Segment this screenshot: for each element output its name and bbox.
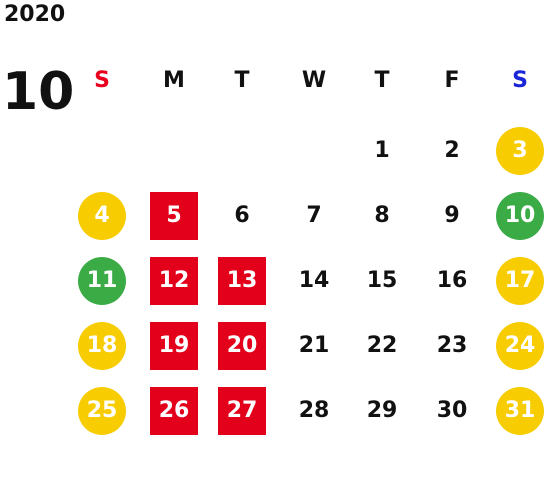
- day-cell: 28: [287, 387, 341, 435]
- weekday-header: T: [234, 68, 250, 93]
- day-cell: 13: [215, 257, 269, 305]
- day-cell: 3: [493, 127, 547, 175]
- day-number: 12: [158, 268, 190, 293]
- green-circle-marker: [496, 192, 544, 240]
- day-number: 18: [86, 333, 118, 358]
- green-circle-marker: [78, 257, 126, 305]
- day-number: 27: [226, 398, 258, 423]
- day-cell: 14: [287, 257, 341, 305]
- yellow-circle-marker: [78, 322, 126, 370]
- day-number: 15: [366, 268, 398, 293]
- red-square-marker: [150, 192, 198, 240]
- day-cell: 29: [355, 387, 409, 435]
- yellow-circle-marker: [78, 387, 126, 435]
- day-cell: 5: [147, 192, 201, 240]
- yellow-circle-marker: [496, 127, 544, 175]
- yellow-circle-marker: [496, 322, 544, 370]
- yellow-circle-marker: [496, 257, 544, 305]
- day-number: 29: [366, 398, 398, 423]
- weekday-header: S: [512, 68, 528, 93]
- day-cell: 10: [493, 192, 547, 240]
- day-number: 30: [436, 398, 468, 423]
- day-number: 16: [436, 268, 468, 293]
- day-number: 5: [166, 203, 182, 228]
- day-number: 3: [512, 138, 528, 163]
- red-square-marker: [150, 257, 198, 305]
- day-cell: 1: [355, 127, 409, 175]
- day-number: 6: [234, 203, 250, 228]
- day-cell: 23: [425, 322, 479, 370]
- year-label: 2020: [4, 2, 66, 27]
- weekday-header: M: [163, 68, 185, 93]
- day-number: 25: [86, 398, 118, 423]
- day-number: 20: [226, 333, 258, 358]
- weekday-header: S: [94, 68, 110, 93]
- day-number: 13: [226, 268, 258, 293]
- day-cell: 22: [355, 322, 409, 370]
- day-number: 17: [504, 268, 536, 293]
- yellow-circle-marker: [496, 387, 544, 435]
- day-cell: 31: [493, 387, 547, 435]
- yellow-circle-marker: [78, 192, 126, 240]
- weekday-header: F: [444, 68, 460, 93]
- day-cell: 2: [425, 127, 479, 175]
- day-cell: 7: [287, 192, 341, 240]
- day-cell: 19: [147, 322, 201, 370]
- day-cell: 27: [215, 387, 269, 435]
- day-cell: 26: [147, 387, 201, 435]
- day-number: 4: [94, 203, 110, 228]
- day-cell: 20: [215, 322, 269, 370]
- day-cell: 24: [493, 322, 547, 370]
- day-cell: 25: [75, 387, 129, 435]
- day-number: 9: [444, 203, 460, 228]
- day-number: 21: [298, 333, 330, 358]
- day-number: 10: [504, 203, 536, 228]
- day-cell: 8: [355, 192, 409, 240]
- day-number: 23: [436, 333, 468, 358]
- day-cell: 4: [75, 192, 129, 240]
- day-number: 1: [374, 138, 390, 163]
- day-cell: 11: [75, 257, 129, 305]
- day-number: 22: [366, 333, 398, 358]
- day-cell: 12: [147, 257, 201, 305]
- red-square-marker: [150, 387, 198, 435]
- day-number: 24: [504, 333, 536, 358]
- day-cell: 21: [287, 322, 341, 370]
- red-square-marker: [218, 322, 266, 370]
- day-cell: 17: [493, 257, 547, 305]
- day-number: 19: [158, 333, 190, 358]
- month-number: 10: [2, 62, 75, 122]
- red-square-marker: [150, 322, 198, 370]
- day-number: 26: [158, 398, 190, 423]
- day-number: 11: [86, 268, 118, 293]
- day-cell: 9: [425, 192, 479, 240]
- red-square-marker: [218, 387, 266, 435]
- day-cell: 30: [425, 387, 479, 435]
- weekday-header: W: [301, 68, 327, 93]
- day-number: 31: [504, 398, 536, 423]
- day-cell: 18: [75, 322, 129, 370]
- day-number: 8: [374, 203, 390, 228]
- day-number: 28: [298, 398, 330, 423]
- day-number: 2: [444, 138, 460, 163]
- red-square-marker: [218, 257, 266, 305]
- day-number: 14: [298, 268, 330, 293]
- weekday-header: T: [374, 68, 390, 93]
- day-cell: 16: [425, 257, 479, 305]
- day-number: 7: [306, 203, 322, 228]
- day-cell: 6: [215, 192, 269, 240]
- day-cell: 15: [355, 257, 409, 305]
